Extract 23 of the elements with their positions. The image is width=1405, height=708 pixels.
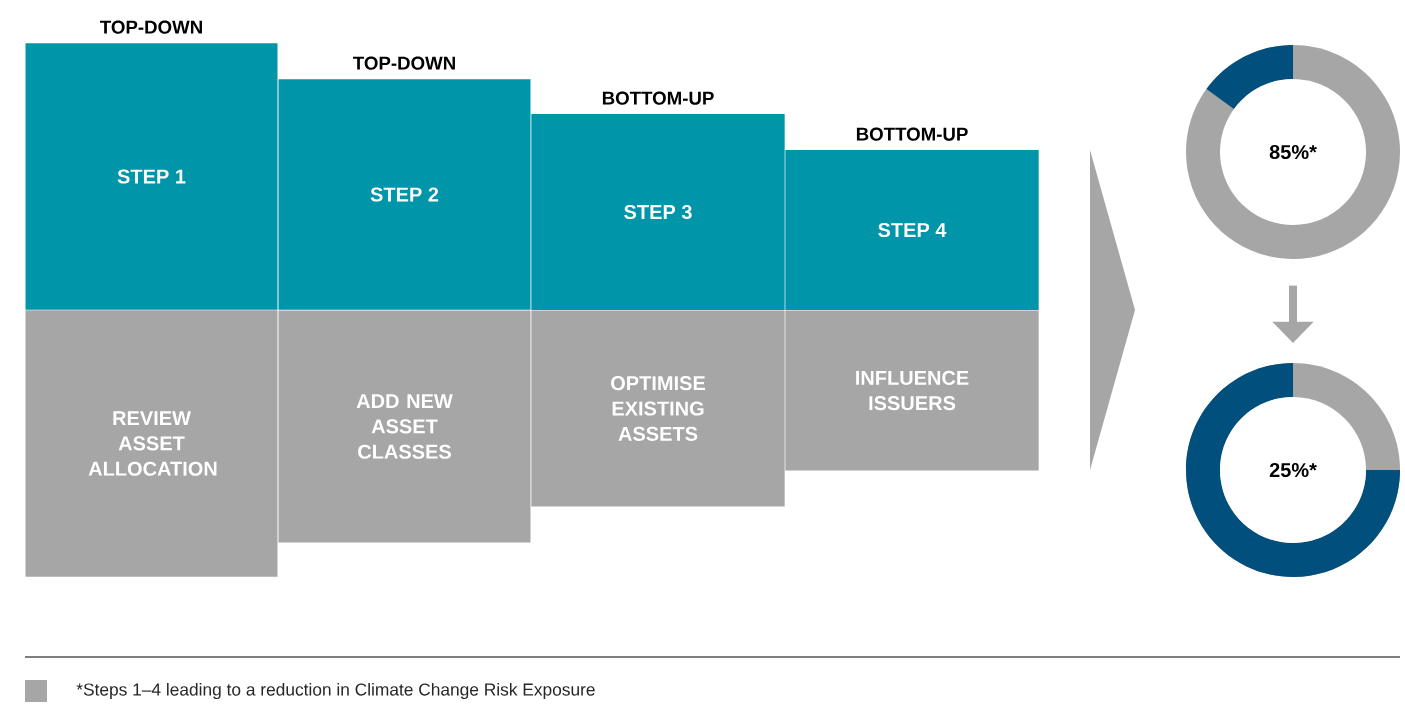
description-box: ADD NEW ASSET CLASSES [278, 310, 531, 543]
step-heading: BOTTOM-UP [856, 127, 968, 141]
node-label: INFLUENCE ISSUERS [856, 370, 969, 411]
node-label: STEP 4 [878, 222, 947, 238]
step-box: STEP 1 [25, 43, 278, 310]
node-label: REVIEW ASSET ALLOCATION [88, 411, 217, 476]
node-label: OPTIMISE EXISTING ASSETS [611, 376, 706, 441]
node-label: STEP 2 [370, 187, 439, 202]
description-box: REVIEW ASSET ALLOCATION [25, 310, 278, 577]
step-heading: TOP-DOWN [353, 56, 455, 70]
step-heading: TOP-DOWN [100, 20, 202, 34]
donut-ring: 25%* [1186, 363, 1400, 577]
node-label: STEP 3 [624, 204, 692, 220]
legend-text: *Steps 1–4 leading to a reduction in Climate Change Risk Exposure [76, 682, 595, 700]
description-box: INFLUENCE ISSUERS [785, 310, 1039, 471]
step-box: STEP 2 [278, 79, 531, 310]
node-label: STEP 1 [117, 169, 186, 184]
description-box: OPTIMISE EXISTING ASSETS [531, 310, 785, 507]
donut-ring: 85%* [1186, 45, 1400, 259]
step-box: STEP 3 [531, 114, 785, 310]
step-box: STEP 4 [785, 150, 1039, 310]
step-heading: BOTTOM-UP [602, 91, 714, 105]
node-label: ADD NEW ASSET CLASSES [356, 394, 453, 459]
